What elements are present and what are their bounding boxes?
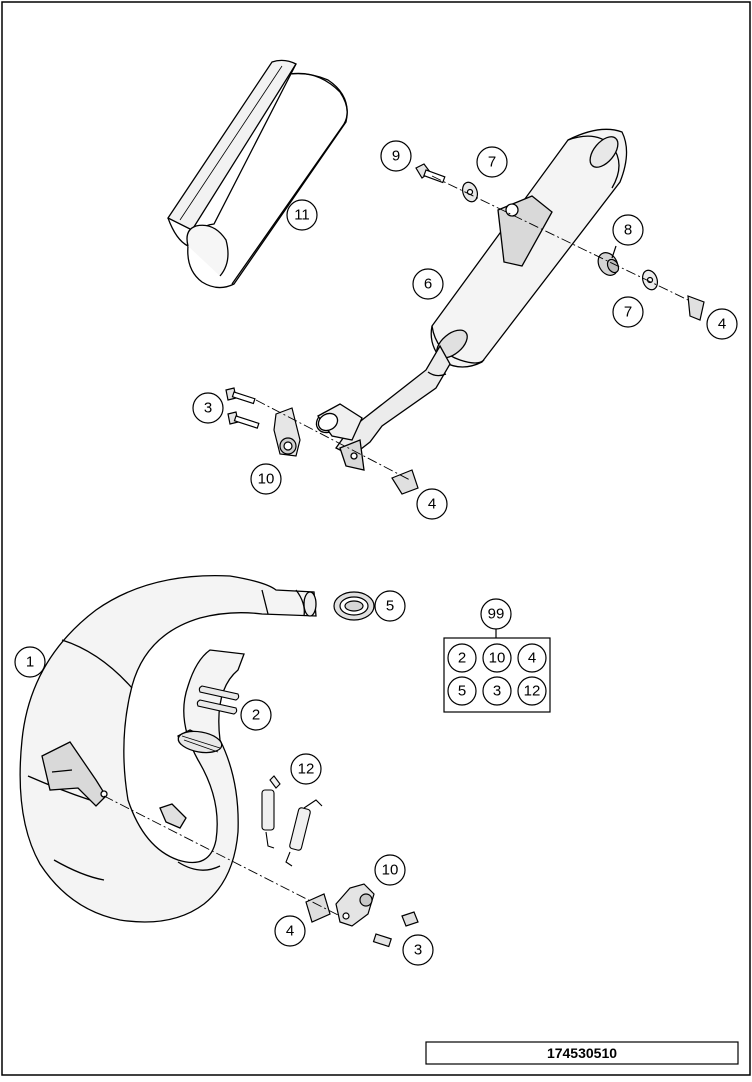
- reference-box: 174530510: [425, 1041, 739, 1065]
- kit-item: 5: [447, 676, 477, 706]
- callout-12: 12: [290, 753, 322, 785]
- callout-5-label: 5: [386, 598, 394, 615]
- kit-number-label: 99: [488, 606, 505, 623]
- kit-box: 99 2 10 4 5 3 12: [443, 598, 551, 713]
- callout-10-mid-label: 10: [258, 471, 275, 488]
- callout-5: 5: [374, 590, 406, 622]
- callout-3-mid: 3: [192, 392, 224, 424]
- kit-item-label: 4: [528, 650, 536, 667]
- kit-item-label: 3: [493, 683, 501, 700]
- seal-ring-drawing: [333, 591, 375, 621]
- silencer-drawing: [315, 128, 628, 471]
- kit-item: 2: [447, 643, 477, 673]
- top-hardware-drawing: [415, 163, 705, 321]
- kit-item: 3: [482, 676, 512, 706]
- callout-8-label: 8: [624, 222, 632, 239]
- callout-3-bottom-label: 3: [414, 942, 422, 959]
- callout-4-mid-label: 4: [428, 496, 436, 513]
- callout-7-top: 7: [476, 146, 508, 178]
- callout-6-label: 6: [424, 276, 432, 293]
- kit-item-label: 12: [524, 683, 541, 700]
- springs-drawing: [261, 775, 323, 867]
- bottom-hardware-drawing: [103, 795, 419, 948]
- callout-11: 11: [286, 199, 318, 231]
- callout-10-mid: 10: [250, 463, 282, 495]
- kit-item-label: 2: [458, 650, 466, 667]
- callout-9: 9: [380, 140, 412, 172]
- silencer-sleeve-drawing: [167, 59, 348, 289]
- callout-11-label: 11: [294, 207, 310, 224]
- callout-7-right-label: 7: [624, 304, 632, 321]
- callout-12-label: 12: [298, 761, 315, 778]
- callout-4-bottom: 4: [274, 915, 306, 947]
- callout-3-mid-label: 3: [204, 400, 212, 417]
- exhaust-pipe-drawing: [19, 574, 317, 923]
- callout-4-top: 4: [706, 308, 738, 340]
- reference-number: 174530510: [547, 1045, 617, 1061]
- callout-4-mid: 4: [416, 488, 448, 520]
- callout-7-right: 7: [612, 296, 644, 328]
- callout-3-bottom: 3: [402, 934, 434, 966]
- kit-item: 12: [517, 676, 547, 706]
- kit-number: 99: [480, 598, 512, 630]
- callout-10-bottom-label: 10: [382, 862, 399, 879]
- callout-2-label: 2: [252, 707, 260, 724]
- kit-item: 10: [482, 643, 512, 673]
- callout-1-label: 1: [26, 654, 34, 671]
- kit-item: 4: [517, 643, 547, 673]
- callout-10-bottom: 10: [374, 854, 406, 886]
- kit-item-label: 10: [489, 650, 506, 667]
- callout-4-top-label: 4: [718, 316, 726, 333]
- callout-8: 8: [612, 214, 644, 246]
- callout-9-label: 9: [392, 148, 400, 165]
- callout-2: 2: [240, 699, 272, 731]
- callout-4-bottom-label: 4: [286, 923, 294, 940]
- mid-hardware-drawing: [225, 387, 419, 495]
- callout-7-top-label: 7: [488, 154, 496, 171]
- o-rings-drawing: [196, 685, 240, 715]
- callout-6: 6: [412, 268, 444, 300]
- kit-item-label: 5: [458, 683, 466, 700]
- callouts: 11 9 7 8 7 4 6 3 10 4 5 1 2 12 10 4 3: [14, 140, 738, 966]
- callout-1: 1: [14, 646, 46, 678]
